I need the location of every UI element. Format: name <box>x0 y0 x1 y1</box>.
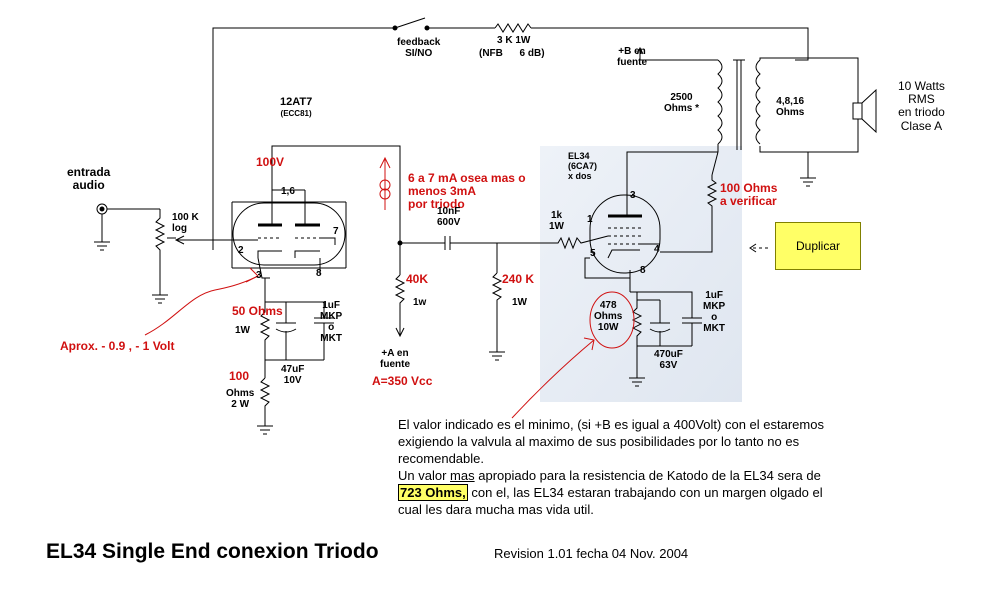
el34-pin-8: 8 <box>640 265 646 276</box>
el34-pin-1: 1 <box>587 214 593 225</box>
bias-note: Aprox. - 0.9 , - 1 Volt <box>60 339 175 353</box>
el34-pin-3: 3 <box>630 190 636 201</box>
g2-resistor-label: 100 Ohms a verificar <box>720 181 778 209</box>
note-line-2c: apropiado para la resistencia de Katodo … <box>478 468 821 483</box>
note-highlight: 723 Ohms, <box>398 484 468 501</box>
note-line-2a: Un valor <box>398 468 447 483</box>
el34-shaded-area <box>540 146 742 402</box>
12at7-pin-2: 2 <box>238 245 244 256</box>
a-plus-label: +A en fuente <box>380 348 410 370</box>
12at7-pin-16: 1,6 <box>281 186 295 197</box>
page-title: EL34 Single End conexion Triodo <box>46 540 379 563</box>
12at7-tube <box>232 202 346 266</box>
plate-resistor-label: 40K <box>406 272 429 286</box>
feedback-wire <box>212 27 395 250</box>
nfb-note: (NFB 6 dB) <box>479 48 545 59</box>
input-label: entrada audio <box>67 165 111 193</box>
12at7-pin-8: 8 <box>316 268 322 279</box>
cap2-electro-label: 470uF 63V <box>654 349 683 371</box>
plate-resistor-power: 1w <box>413 297 427 308</box>
12at7-pin-3: 3 <box>256 270 262 281</box>
duplicate-button[interactable]: Duplicar <box>775 222 861 270</box>
12at7-pin-7: 7 <box>333 226 339 237</box>
a-plus-voltage: A=350 Vcc <box>372 374 433 388</box>
cathode1-resistor-power: 1W <box>235 325 250 336</box>
el34-pin-5: 5 <box>590 248 596 259</box>
cathode2-resistor-label: 478 Ohms 10W <box>594 300 623 333</box>
secondary-winding <box>755 59 761 145</box>
r100-label: 100 <box>229 369 250 383</box>
bias-pointer <box>144 275 259 336</box>
current-note: 6 a 7 mA osea mas o menos 3mA por triodo <box>408 171 526 212</box>
cap1-electro-label: 47uF 10V <box>281 364 305 386</box>
note-pointer <box>511 339 595 419</box>
speaker-symbol <box>852 102 863 120</box>
primary-impedance-label: 2500 Ohms * <box>664 92 700 114</box>
b-plus-label: +B en fuente <box>617 46 647 68</box>
cap2-bypass-label: 1uF MKP o MKT <box>703 290 726 334</box>
cathode-resistor-highlight <box>589 291 635 349</box>
feedback-switch-label: feedback SI/NO <box>397 37 441 59</box>
el34-name: EL34 (6CA7) x dos <box>568 151 598 181</box>
cathode1-resistor-label: 50 Ohms <box>232 304 283 318</box>
grid-leak-label: 240 K <box>502 272 535 286</box>
grid-leak-power: 1W <box>512 297 527 308</box>
nfb-resistor-symbol <box>494 23 532 33</box>
grid-stopper-label: 1k 1W <box>549 210 564 232</box>
el34-pin-4: 4 <box>654 244 660 255</box>
r100-detail: Ohms 2 W <box>226 388 255 410</box>
revision-label: Revision 1.01 fecha 04 Nov. 2004 <box>494 546 689 561</box>
12at7-name: 12AT7 (ECC81) <box>280 96 312 119</box>
el34-tube <box>589 194 661 274</box>
speaker-label: 10 Watts RMS en triodo Clase A <box>898 79 945 133</box>
12at7-alt: (ECC81) <box>280 109 312 119</box>
note-line-2d: con el, las EL34 estaran trabajando con … <box>398 485 823 517</box>
cathode-note: El valor indicado es el minimo, (si +B e… <box>398 416 838 518</box>
nfb-resistor-label: 3 K 1W <box>497 35 531 46</box>
primary-winding <box>717 59 723 145</box>
note-line-2b: mas <box>450 468 475 483</box>
12at7-plate-voltage: 100V <box>256 155 285 169</box>
secondary-impedance-label: 4,8,16 Ohms <box>776 96 805 118</box>
cap1-bypass-label: 1uF MKP o MKT <box>320 300 343 344</box>
note-line-1: El valor indicado es el minimo, (si +B e… <box>398 417 824 466</box>
pot-label: 100 K log <box>172 212 199 234</box>
12at7-type: 12AT7 <box>280 96 313 108</box>
coupling-cap-label: 10nF 600V <box>437 206 461 228</box>
